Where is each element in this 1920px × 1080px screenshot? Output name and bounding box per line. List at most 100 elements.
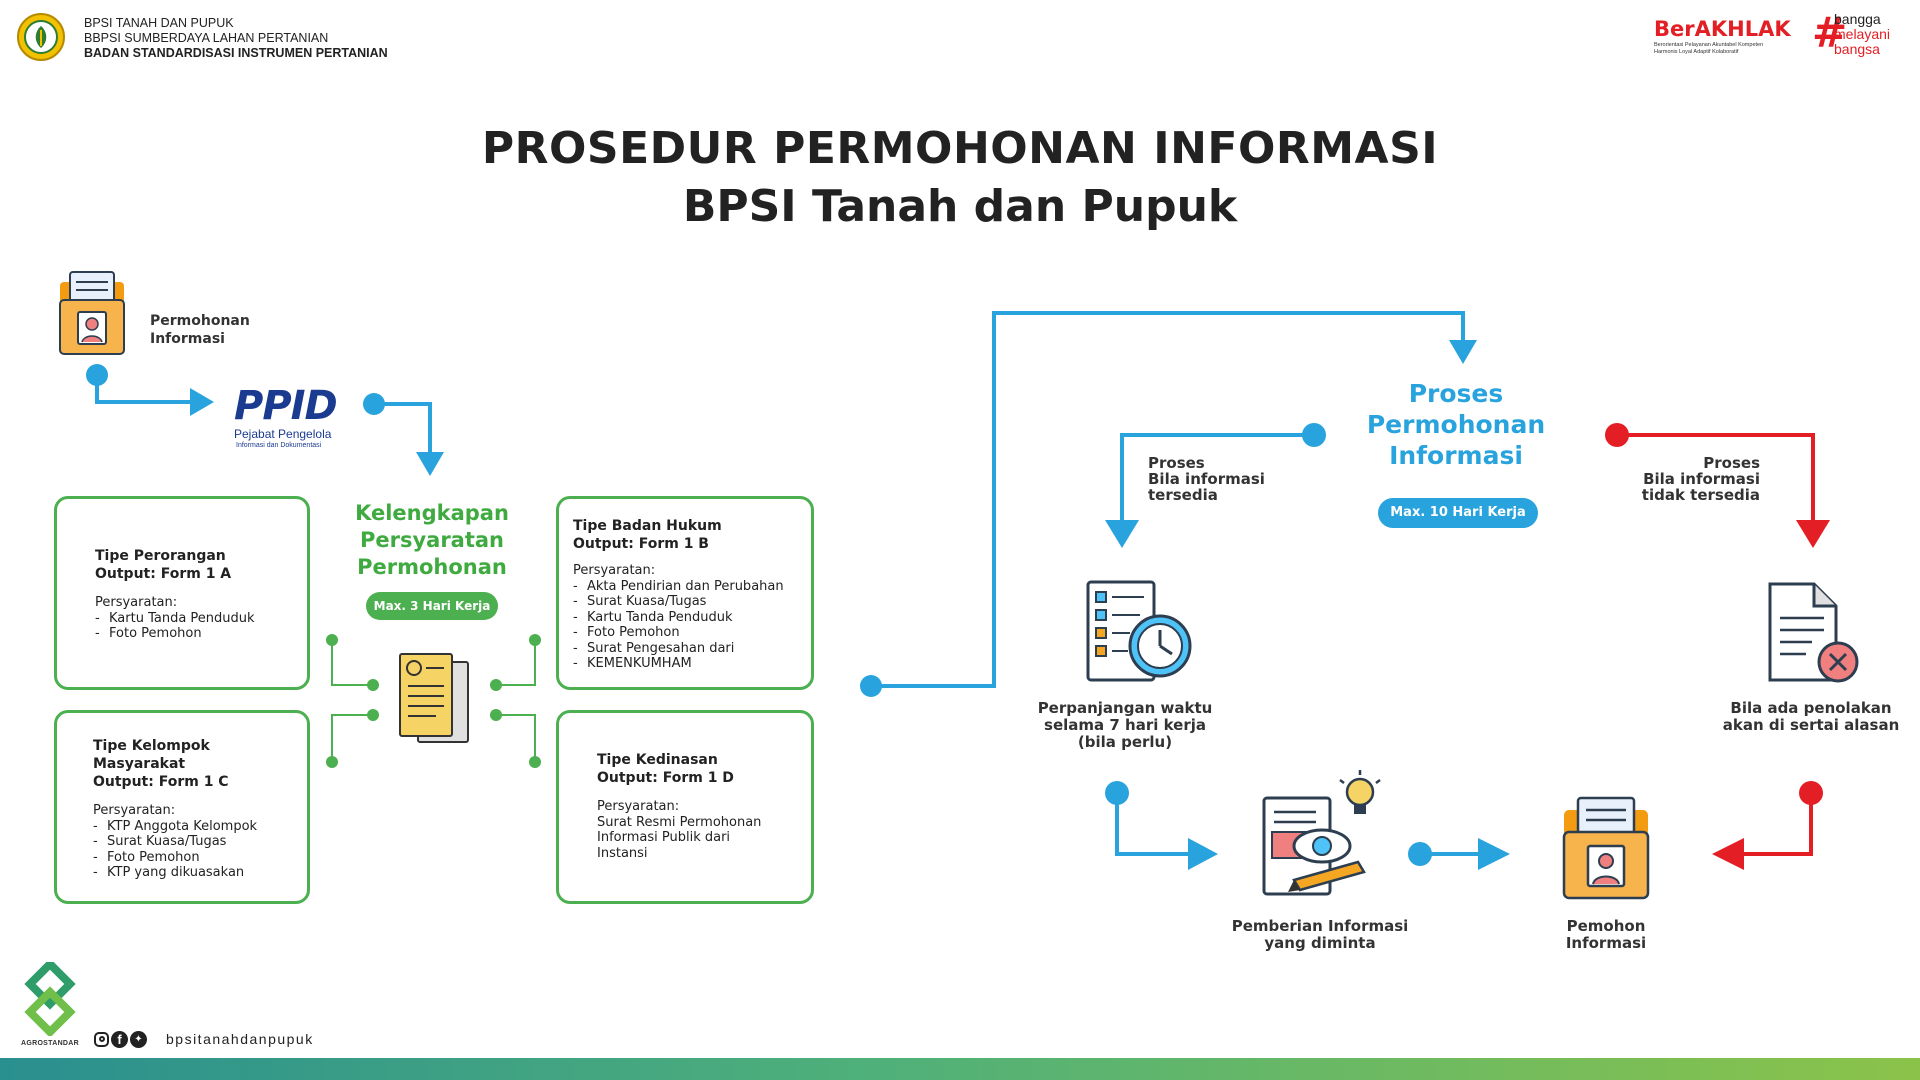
kedinasan-req-label: Persyaratan:: [597, 799, 680, 814]
page-subtitle: BPSI Tanah dan Pupuk: [682, 181, 1238, 232]
connector-requirements-boxes: [331, 640, 536, 762]
kedinasan-text-2: Informasi Publik dari: [597, 830, 731, 845]
list-item: Kartu Tanda Penduduk: [95, 611, 307, 627]
box-badan-hukum: Tipe Badan Hukum Output: Form 1 B Persya…: [556, 496, 814, 690]
perorangan-req-list: Kartu Tanda Penduduk Foto Pemohon: [95, 611, 307, 642]
recipient-label-2: Informasi: [1565, 934, 1647, 952]
connector-unavailable: [1605, 423, 1830, 548]
requirements-badge: Max. 3 Hari Kerja: [366, 592, 498, 620]
list-item: Foto Pemohon: [95, 626, 307, 642]
org-line-3: BADAN STANDARDISASI INSTRUMEN PERTANIAN: [84, 46, 388, 60]
twitter-icon[interactable]: ✦: [130, 1030, 147, 1048]
requester-folder-icon: [56, 270, 128, 356]
list-item: Kartu Tanda Penduduk: [573, 610, 811, 626]
kelompok-output: Output: Form 1 C: [93, 774, 229, 790]
kelompok-req-list: KTP Anggota Kelompok Surat Kuasa/Tugas F…: [93, 819, 307, 881]
box-kelompok: Tipe Kelompok Masyarakat Output: Form 1 …: [54, 710, 310, 904]
badan-hukum-title: Tipe Badan Hukum: [573, 518, 722, 534]
hashtag-icon: #: [1812, 8, 1848, 57]
page-title: PROSEDUR PERMOHONAN INFORMASI: [481, 123, 1439, 174]
available-label: Proses Bila informasi tersedia: [1148, 455, 1298, 503]
org-header-text: BPSI TANAH DAN PUPUK BBPSI SUMBERDAYA LA…: [84, 16, 388, 61]
list-item: KEMENKUMHAM: [573, 656, 811, 672]
extension-label-1: Perpanjangan waktu: [1037, 699, 1213, 717]
org-logo: [16, 12, 66, 62]
facebook-icon[interactable]: f: [111, 1030, 128, 1048]
rejection-label-1: Bila ada penolakan: [1730, 699, 1892, 717]
ppid-logo: PPID Pejabat Pengelola Informasi dan Dok…: [234, 384, 354, 454]
connector-available: [1105, 423, 1326, 548]
hashtag-word-3: bangsa: [1834, 41, 1880, 57]
extension-label-3: (bila perlu): [1077, 733, 1173, 751]
kedinasan-text-1: Surat Resmi Permohonan: [597, 814, 762, 830]
recipient-label-1: Pemohon: [1566, 917, 1646, 935]
list-item: KTP yang dikuasakan: [93, 865, 307, 881]
connector-dots-green: [326, 634, 541, 768]
agrostandar-wordmark: AGROSTANDAR: [20, 1040, 79, 1047]
org-line-1: BPSI TANAH DAN PUPUK: [84, 16, 234, 30]
berakhlak-wordmark: BerAKHLAK: [1654, 17, 1791, 41]
footer-gradient-bar: [0, 1058, 1920, 1080]
delivery-label-1: Pemberian Informasi: [1231, 917, 1409, 935]
checklist-clock-icon: [1084, 580, 1196, 686]
list-item: Surat Kuasa/Tugas: [573, 594, 811, 610]
perorangan-req-label: Persyaratan:: [95, 595, 178, 610]
ppid-sub-1: Pejabat Pengelola: [234, 427, 332, 441]
list-item: KTP Anggota Kelompok: [93, 819, 307, 835]
extension-label-2: selama 7 hari kerja: [1044, 716, 1206, 734]
badan-hukum-output: Output: Form 1 B: [573, 536, 709, 552]
social-handle[interactable]: bpsitanahdanpupuk: [166, 1031, 314, 1047]
unavailable-label: Proses Bila informasi tidak tersedia: [1614, 455, 1760, 503]
recipient-label: Pemohon Informasi: [1526, 918, 1686, 952]
connector-ppid-requirements: [363, 393, 444, 476]
box-perorangan: Tipe Perorangan Output: Form 1 A Persyar…: [54, 496, 310, 690]
kedinasan-text-3: Instansi: [597, 845, 648, 861]
connector-requester-ppid: [86, 364, 214, 416]
unavailable-label-3: tidak tersedia: [1641, 486, 1760, 504]
badan-hukum-req-list: Akta Pendirian dan Perubahan Surat Kuasa…: [573, 579, 811, 672]
agrostandar-logo: AGROSTANDAR: [20, 958, 80, 1050]
list-item: Foto Pemohon: [93, 850, 307, 866]
available-label-1: Proses: [1148, 454, 1205, 472]
hashtag-word-1: bangga: [1834, 11, 1881, 27]
available-label-3: tersedia: [1148, 486, 1218, 504]
perorangan-title: Tipe Perorangan: [95, 548, 226, 564]
list-item: Foto Pemohon: [573, 625, 811, 641]
perorangan-output: Output: Form 1 A: [95, 566, 232, 582]
list-item: Akta Pendirian dan Perubahan: [573, 579, 811, 595]
kelompok-title: Tipe Kelompok: [93, 738, 210, 754]
badan-hukum-req-label: Persyaratan:: [573, 563, 656, 578]
connector-rejection-recipient: [1712, 781, 1823, 870]
process-heading-3: Informasi: [1389, 441, 1523, 470]
available-label-2: Bila informasi: [1148, 470, 1265, 488]
rejected-document-icon: [1766, 580, 1862, 686]
extension-label: Perpanjangan waktu selama 7 hari kerja (…: [1020, 700, 1230, 751]
kelompok-title-2: Masyarakat: [93, 756, 186, 772]
instagram-icon[interactable]: [94, 1031, 109, 1047]
requester-label: Permohonan Informasi: [150, 313, 250, 347]
unavailable-label-1: Proses: [1703, 454, 1760, 472]
kedinasan-output: Output: Form 1 D: [597, 770, 734, 786]
ppid-sub-2: Informasi dan Dokumentasi: [236, 442, 322, 449]
process-heading-2: Permohonan: [1366, 410, 1546, 439]
berakhlak-sub-1: Berorientasi Pelayanan Akuntabel Kompete…: [1654, 42, 1764, 48]
rejection-label: Bila ada penolakan akan di sertai alasan: [1706, 700, 1916, 734]
connector-extension-delivery: [1105, 781, 1218, 870]
recipient-folder-icon: [1560, 796, 1652, 900]
requirements-heading: Kelengkapan Persyaratan Permohonan: [355, 501, 509, 579]
process-heading: Proses Permohonan Informasi: [1356, 378, 1556, 471]
berakhlak-logo: BerAKHLAK Berorientasi Pelayanan Akuntab…: [1654, 16, 1802, 66]
box-kedinasan: Tipe Kedinasan Output: Form 1 D Persyara…: [556, 710, 814, 904]
list-item: Surat Pengesahan dari: [573, 641, 811, 657]
process-heading-1: Proses: [1408, 379, 1504, 408]
rejection-label-2: akan di sertai alasan: [1722, 716, 1900, 734]
delivery-label-2: yang diminta: [1264, 934, 1376, 952]
hashtag-logo: # bangga melayani bangsa: [1812, 8, 1912, 66]
org-line-2: BBPSI SUMBERDAYA LAHAN PERTANIAN: [84, 31, 329, 45]
documents-icon: [396, 650, 472, 746]
connector-to-process: [860, 311, 1477, 697]
connector-delivery-recipient: [1408, 838, 1510, 870]
kedinasan-title: Tipe Kedinasan: [597, 752, 718, 768]
kelompok-req-label: Persyaratan:: [93, 803, 176, 818]
